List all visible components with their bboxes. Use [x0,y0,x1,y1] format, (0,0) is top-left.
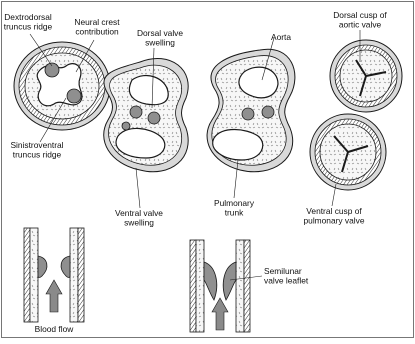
sinistroventral-ridge-swelling [67,89,81,103]
stage3-swelling-right [262,106,274,118]
stage3-swelling-left [242,108,254,120]
label-dextrodorsal-ridge-line-2: truncus ridge [4,22,53,32]
semilunar-leaflet-left [204,262,217,300]
label-dorsal-valve-swelling-line-1: Dorsal valve [137,28,183,38]
semilunar-leaflet-right [223,262,236,300]
label-ventral-cusp-pulmonary-line-1: Ventral cusp of [306,206,362,216]
label-pulmonary-trunk-line-2: trunk [225,208,244,218]
blood-flow-arrow [46,280,62,312]
label-ventral-cusp-pulmonary-line-2: pulmonary valve [304,216,365,226]
left-swelling [38,256,47,278]
label-dextrodorsal-ridge-line-1: Dextrodorsal [4,12,52,22]
leader-ventral-valve-swelling [136,168,140,208]
longitudinal-section-left [24,228,84,322]
stage3-separating-vessels [207,49,295,172]
label-blood-flow-line-1: Blood flow [35,324,75,334]
right-wall-outer [78,228,84,322]
label-aorta-line-1: Aorta [271,32,291,42]
middle-right-wall-outer [244,240,250,332]
stage4-separated-vessels [310,40,402,190]
dextrodorsal-ridge-swelling [45,63,59,77]
middle-left-wall-outer [190,240,196,332]
label-aorta: Aorta [271,32,291,42]
stage2-septating-truncus [104,58,188,171]
longitudinal-section-right [190,240,250,332]
right-swelling [61,256,70,278]
label-sinistroventral-ridge-line-1: Sinistroventral [10,140,63,150]
blood-flow-arrow-middle [212,298,228,330]
label-sinistroventral-ridge-line-2: truncus ridge [13,150,62,160]
stage2-ridge-swelling-right [148,112,160,124]
stage2-ridge-swelling-left [130,106,142,118]
label-ventral-valve-swelling-line-2: swelling [124,218,154,228]
label-dorsal-cusp-aortic-line-2: aortic valve [339,20,382,30]
label-ventral-valve-swelling-line-1: Ventral valve [115,208,163,218]
label-semilunar-leaflet-line-2: valve leaflet [264,276,309,286]
label-pulmonary-trunk-line-1: Pulmonary [214,198,255,208]
label-dorsal-cusp-aortic-line-1: Dorsal cusp of [333,10,387,20]
label-dorsal-valve-swelling-line-2: swelling [145,38,175,48]
stage1-truncus [14,42,110,130]
label-blood-flow: Blood flow [35,324,75,334]
left-wall-inner [30,228,38,322]
label-neural-crest-line-2: contribution [75,27,119,37]
right-wall-inner [70,228,78,322]
label-neural-crest-line-1: Neural crest [74,17,120,27]
middle-right-wall-inner [236,240,244,332]
label-semilunar-leaflet-line-1: Semilunar [264,266,302,276]
middle-left-wall-inner [196,240,204,332]
left-wall-outer [24,228,30,322]
stage2-ventral-swelling [122,122,130,130]
